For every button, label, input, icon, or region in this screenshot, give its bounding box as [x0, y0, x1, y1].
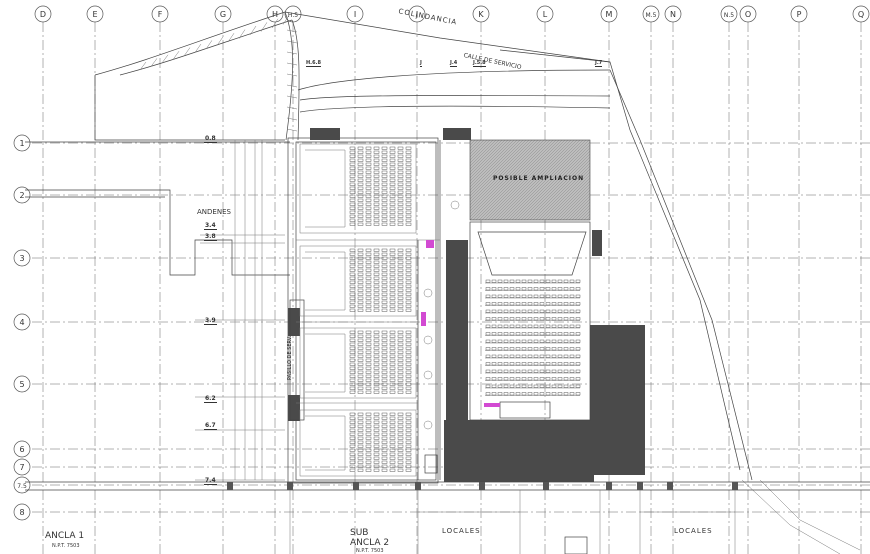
label-ancla-2-npt: N.P.T. 7503: [356, 548, 384, 554]
column-label: M: [606, 10, 613, 19]
column-label: M.5: [646, 12, 657, 19]
label-ancla-1-npt: N.P.T. 7503: [52, 543, 80, 549]
top-level-tag: H.6.8: [306, 60, 321, 67]
column-label: N.5: [724, 12, 734, 19]
row-label: 8: [19, 508, 24, 517]
column-bubble-m-5: M.5: [642, 5, 660, 23]
row-label: 4: [19, 318, 24, 327]
top-level-tag: J.7: [595, 60, 603, 67]
top-level-tag: J: [420, 60, 422, 67]
column-label: D: [40, 10, 46, 19]
row-bubble-4: 4: [13, 313, 31, 331]
row-label: 6: [19, 445, 24, 454]
column-bubble-m: M: [600, 5, 618, 23]
column-bubble-p: P: [790, 5, 808, 23]
column-label: F: [158, 10, 163, 19]
row-label: 1: [19, 139, 24, 148]
label-ancla-2: ANCLA 2: [350, 538, 390, 548]
level-tag: 3.4: [204, 222, 217, 230]
column-label: L: [543, 10, 548, 19]
row-bubble-3: 3: [13, 249, 31, 267]
row-label: 2: [19, 191, 24, 200]
top-level-tag: J.4: [450, 60, 458, 67]
label-posible-ampliacion: POSIBLE AMPLIACION: [493, 175, 585, 182]
column-label: J: [415, 10, 418, 19]
column-bubble-l: L: [536, 5, 554, 23]
column-bubble-o: O: [739, 5, 757, 23]
row-bubble-8: 8: [13, 503, 31, 521]
column-bubble-f: F: [151, 5, 169, 23]
row-label: 3: [19, 254, 24, 263]
column-bubble-d: D: [34, 5, 52, 23]
label-ancla-1: ANCLA 1: [45, 531, 85, 541]
column-bubble-q: Q: [852, 5, 870, 23]
label-locales-2: LOCALES: [674, 527, 713, 535]
column-label: N: [670, 10, 676, 19]
row-bubble-5: 5: [13, 375, 31, 393]
column-bubble-g: G: [214, 5, 232, 23]
column-label: K: [478, 10, 484, 19]
label-andenes: ANDENES: [197, 208, 231, 216]
bottom-band: [25, 481, 870, 554]
column-label: Q: [858, 10, 864, 19]
column-bubble-n: N: [664, 5, 682, 23]
left-wing-outline: [25, 75, 290, 481]
level-tag: 6.2: [204, 395, 217, 403]
row-bubble-6: 6: [13, 440, 31, 458]
column-bubbles: D E F G H H.5 I J K L M M.5 N N.5 O P Q: [34, 5, 870, 23]
column-label: H: [272, 10, 278, 19]
top-level-tag: J.5.8: [473, 60, 486, 67]
column-label: E: [92, 10, 97, 19]
column-label: H.5: [288, 12, 298, 19]
row-bubble-1: 1: [13, 134, 31, 152]
row-bubble-7: 7: [13, 458, 31, 476]
label-sub: SUB: [350, 528, 369, 538]
level-tag: 6.7: [204, 422, 217, 430]
column-bubble-h-5: H.5: [284, 5, 302, 23]
level-tag: 3.8: [204, 233, 217, 241]
column-label: O: [745, 10, 751, 19]
column-bubble-k: K: [472, 5, 490, 23]
label-pasillo: PASILLO DE SERV.: [287, 335, 294, 381]
ramp-curve: [94, 11, 861, 554]
level-tag: 0.8: [204, 135, 217, 143]
column-bubble-j: J: [408, 5, 426, 23]
row-label: 7.5: [17, 483, 27, 490]
row-bubble-2: 2: [13, 186, 31, 204]
column-label: G: [220, 10, 226, 19]
column-label: P: [797, 10, 802, 19]
column-bubble-h: H: [266, 5, 284, 23]
main-building: [287, 128, 645, 484]
row-label: 5: [19, 380, 24, 389]
level-tag: 7.4: [204, 477, 217, 485]
column-label: I: [354, 10, 356, 19]
label-locales-1: LOCALES: [442, 527, 481, 535]
column-bubble-e: E: [86, 5, 104, 23]
column-bubble-n-5: N.5: [720, 5, 738, 23]
grid-column-lines: [42, 22, 862, 554]
column-bubble-i: I: [346, 5, 364, 23]
row-bubble-7-5: 7.5: [13, 476, 31, 494]
row-bubbles: 1 2 3 4 5 6 7 7.5 8: [13, 134, 31, 521]
row-label: 7: [19, 463, 24, 472]
level-tag: 3.9: [204, 317, 217, 325]
